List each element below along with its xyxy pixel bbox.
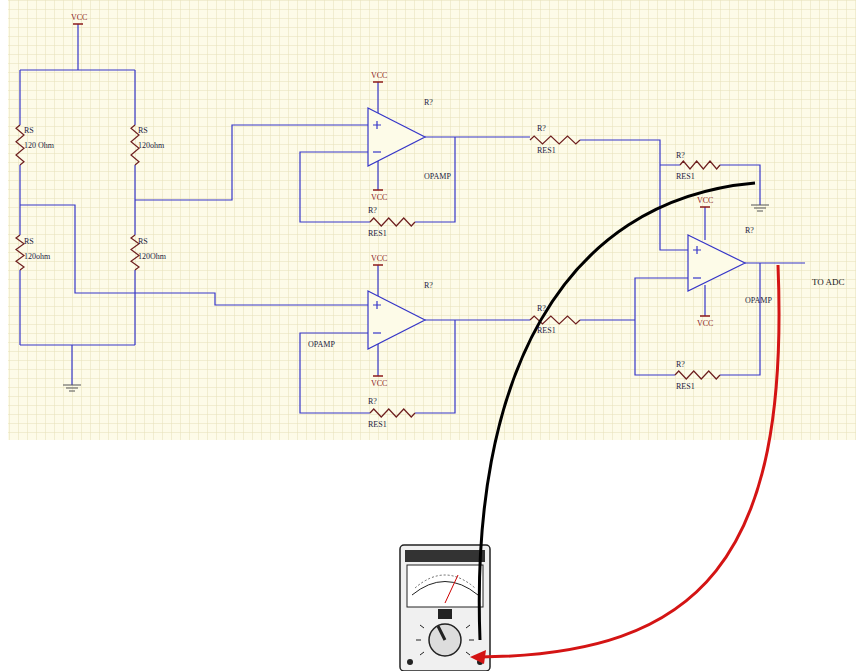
resistor-symbol xyxy=(680,161,720,169)
supply-label: VCC xyxy=(371,254,387,263)
part-label: R? xyxy=(368,206,377,215)
signal-label: TO ADC xyxy=(812,278,845,287)
part-label: R? xyxy=(745,226,754,235)
plus-sign xyxy=(693,246,701,254)
vcc-symbol xyxy=(700,206,710,208)
part-label: RES1 xyxy=(537,146,556,155)
minus-sign xyxy=(373,332,381,333)
part-label: OPAMP xyxy=(745,296,772,305)
supply-label: VCC xyxy=(371,71,387,80)
grid-ground xyxy=(8,0,856,440)
part-label: 120Ohm xyxy=(138,252,166,261)
resistor-symbol xyxy=(675,371,720,379)
vcc-symbol xyxy=(373,264,383,266)
opamp-symbol xyxy=(688,235,745,291)
part-label: R? xyxy=(368,397,377,406)
minus-sign xyxy=(693,277,701,278)
part-label: RS xyxy=(138,126,148,135)
opamp-symbol xyxy=(368,108,425,166)
part-label: RS xyxy=(138,237,148,246)
red-probe-tip xyxy=(470,650,486,664)
part-label: 120ohm xyxy=(24,252,50,261)
opamp-symbol xyxy=(368,291,425,349)
part-label: RS xyxy=(24,126,34,135)
supply-label: VCC xyxy=(371,193,387,202)
vcc-symbol xyxy=(373,375,383,377)
part-label: RES1 xyxy=(676,172,695,181)
multimeter xyxy=(400,545,490,671)
resistor-symbol xyxy=(131,125,139,165)
part-label: R? xyxy=(676,151,685,160)
supply-label: VCC xyxy=(697,196,713,205)
supply-label: VCC xyxy=(371,379,387,388)
plus-sign xyxy=(373,121,381,129)
vcc-symbol xyxy=(373,189,383,191)
ground-symbol xyxy=(751,205,769,211)
part-label: R? xyxy=(676,360,685,369)
wires xyxy=(20,24,805,413)
ground-symbol xyxy=(63,385,81,391)
part-label: 120 Ohm xyxy=(24,141,54,150)
supply-label: VCC xyxy=(697,319,713,328)
part-label: R? xyxy=(424,98,433,107)
plus-sign xyxy=(373,301,381,309)
part-label: RES1 xyxy=(537,326,556,335)
resistor-symbol xyxy=(131,235,139,270)
resistor-symbol xyxy=(530,316,580,324)
part-label: RES1 xyxy=(368,229,387,238)
part-label: OPAMP xyxy=(308,340,335,349)
part-label: R? xyxy=(537,304,546,313)
resistor-symbol xyxy=(370,218,415,226)
vcc-symbol xyxy=(373,81,383,83)
grid-lines xyxy=(8,0,856,440)
part-label: RES1 xyxy=(368,420,387,429)
part-label: RS xyxy=(24,237,34,246)
supply-label: VCC xyxy=(71,13,87,22)
part-label: R? xyxy=(424,281,433,290)
part-label: OPAMP xyxy=(424,172,451,181)
resistor-symbol xyxy=(16,125,24,165)
resistor-symbol xyxy=(370,409,415,417)
component-symbols xyxy=(16,24,769,417)
resistor-symbol xyxy=(16,235,24,270)
vcc-symbol xyxy=(700,315,710,317)
part-label: R? xyxy=(537,124,546,133)
red-probe-lead xyxy=(480,265,779,657)
resistor-symbol xyxy=(530,136,580,144)
part-label: 120ohm xyxy=(138,141,164,150)
minus-sign xyxy=(373,151,381,152)
vcc-symbol xyxy=(73,23,83,25)
part-label: RES1 xyxy=(676,382,695,391)
